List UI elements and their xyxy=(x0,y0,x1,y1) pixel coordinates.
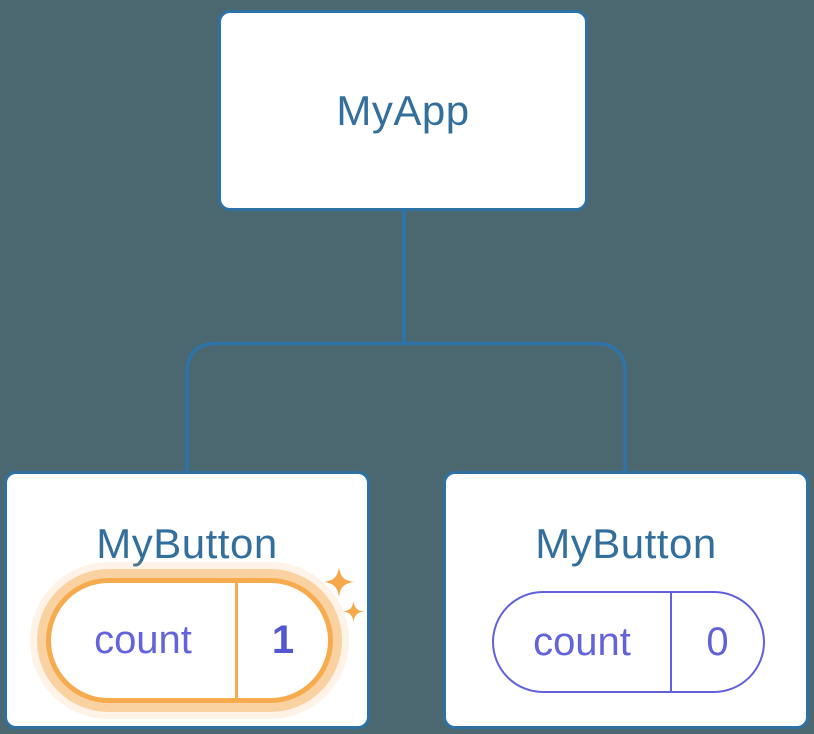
node-mybutton-active: MyButton count 1 xyxy=(4,471,370,729)
state-key-label: count xyxy=(94,618,192,662)
sparkle-small-icon xyxy=(343,601,364,622)
sparkle-large-icon xyxy=(324,567,354,597)
state-value: 1 xyxy=(271,618,295,662)
state-value: 0 xyxy=(706,619,729,664)
node-title: MyApp xyxy=(336,86,470,134)
state-pill-highlighted: count 1 xyxy=(46,578,333,703)
branch-to-children-line xyxy=(185,341,627,471)
sparkles-icon xyxy=(324,567,364,622)
pill-divider xyxy=(670,593,672,691)
state-value-segment: 1 xyxy=(238,583,328,698)
state-pill-normal: count 0 xyxy=(492,591,765,693)
pill-divider xyxy=(235,583,238,698)
node-title: MyButton xyxy=(96,520,278,567)
state-key-segment: count xyxy=(494,593,670,691)
state-key-label: count xyxy=(533,619,631,664)
node-myapp: MyApp xyxy=(218,10,588,211)
state-key-segment: count xyxy=(51,583,235,698)
node-mybutton-normal: MyButton count 0 xyxy=(443,471,809,729)
state-value-segment: 0 xyxy=(672,593,763,691)
node-title: MyButton xyxy=(535,520,717,567)
